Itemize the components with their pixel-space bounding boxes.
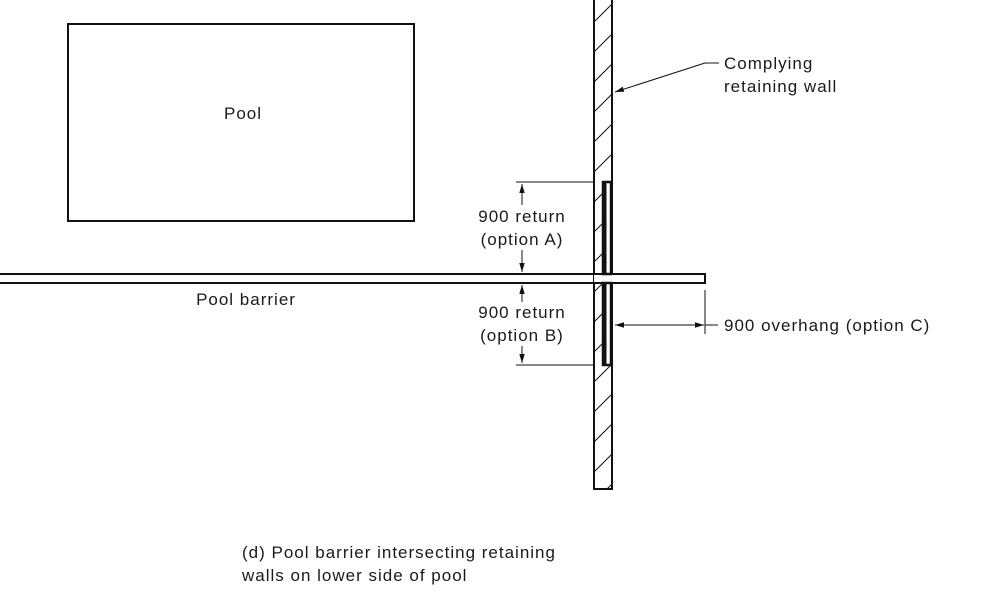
overhang-label: 900 overhang (option C) [724,316,930,335]
return-b-label-line2: (option B) [480,326,564,345]
pool-label: Pool [224,104,262,123]
callout-leader-diagonal [614,62,706,93]
return-a-fill [603,182,607,275]
return-b-fill [603,283,607,365]
caption-line1: (d) Pool barrier intersecting retaining [242,543,556,562]
pool-barrier: Pool barrier [0,273,706,309]
return-b-label-line1: 900 return [478,303,566,322]
return-option-a [601,180,613,276]
wall-label-line1: Complying [724,54,813,73]
return-option-b [601,281,613,367]
caption-line2: walls on lower side of pool [241,566,467,585]
return-a-label-line2: (option A) [481,230,564,249]
pool: Pool [67,23,415,222]
callout-retaining-wall: Complying retaining wall [614,54,837,96]
wall-label-line2: retaining wall [724,77,837,96]
pool-outline [67,23,415,222]
pool-barrier-label: Pool barrier [196,290,296,309]
dimension-overhang-c: 900 overhang (option C) [615,290,930,335]
barrier-gap-fill [594,275,612,282]
dimension-return-a: 900 return (option A) [478,181,594,272]
figure-caption: (d) Pool barrier intersecting retaining … [241,543,556,585]
return-a-label-line1: 900 return [478,207,566,226]
dimension-return-b: 900 return (option B) [478,285,594,366]
